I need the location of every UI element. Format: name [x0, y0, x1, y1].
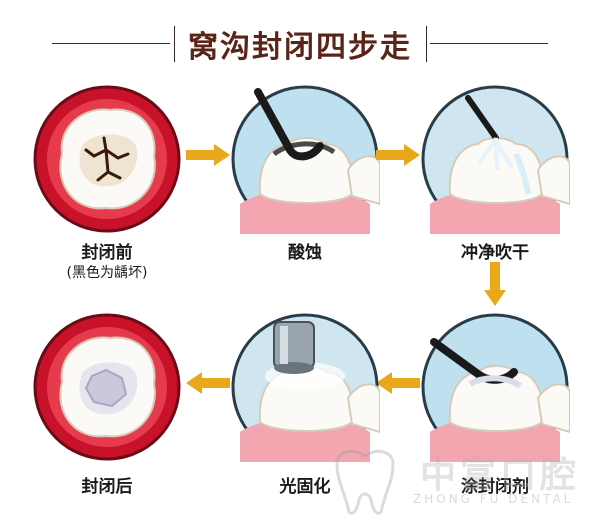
- title-bar: 窝沟封闭四步走: [0, 18, 600, 68]
- page-title: 窝沟封闭四步走: [188, 30, 412, 65]
- step-before-image: [32, 84, 182, 234]
- arrow-down: [484, 262, 506, 306]
- arrow-left-1: [376, 372, 420, 394]
- step-after-image: [32, 312, 182, 462]
- watermark-sub: ZHONG FU DENTAL: [413, 492, 574, 506]
- step-label-before: 封闭前: [81, 243, 133, 263]
- arrow-right-1: [186, 144, 230, 166]
- title-tick-left: [174, 26, 175, 62]
- step-apply-sealant-image: [420, 312, 570, 462]
- step-label-apply-sealant: 涂封闭剂: [461, 477, 529, 497]
- step-etch-image: [230, 84, 380, 234]
- step-label-light-cure: 光固化: [279, 477, 331, 497]
- title-tick-right: [426, 26, 427, 62]
- step-light-cure-image: [230, 312, 380, 462]
- step-label-after: 封闭后: [81, 477, 133, 497]
- tooth-logo-icon: [335, 449, 395, 515]
- step-label-rinse-dry: 冲净吹干: [461, 243, 529, 263]
- arrow-left-2: [186, 372, 230, 394]
- step-rinse-dry-image: [420, 84, 570, 234]
- title-rule-right: [430, 43, 548, 44]
- title-rule-left: [52, 43, 170, 44]
- watermark-name: 中富口腔: [420, 455, 581, 496]
- step-sub-before: (黑色为龋坏): [66, 265, 148, 281]
- step-label-etch: 酸蚀: [288, 243, 322, 263]
- watermark: 中富口腔 ZHONG FU DENTAL: [325, 440, 595, 520]
- arrow-right-2: [376, 144, 420, 166]
